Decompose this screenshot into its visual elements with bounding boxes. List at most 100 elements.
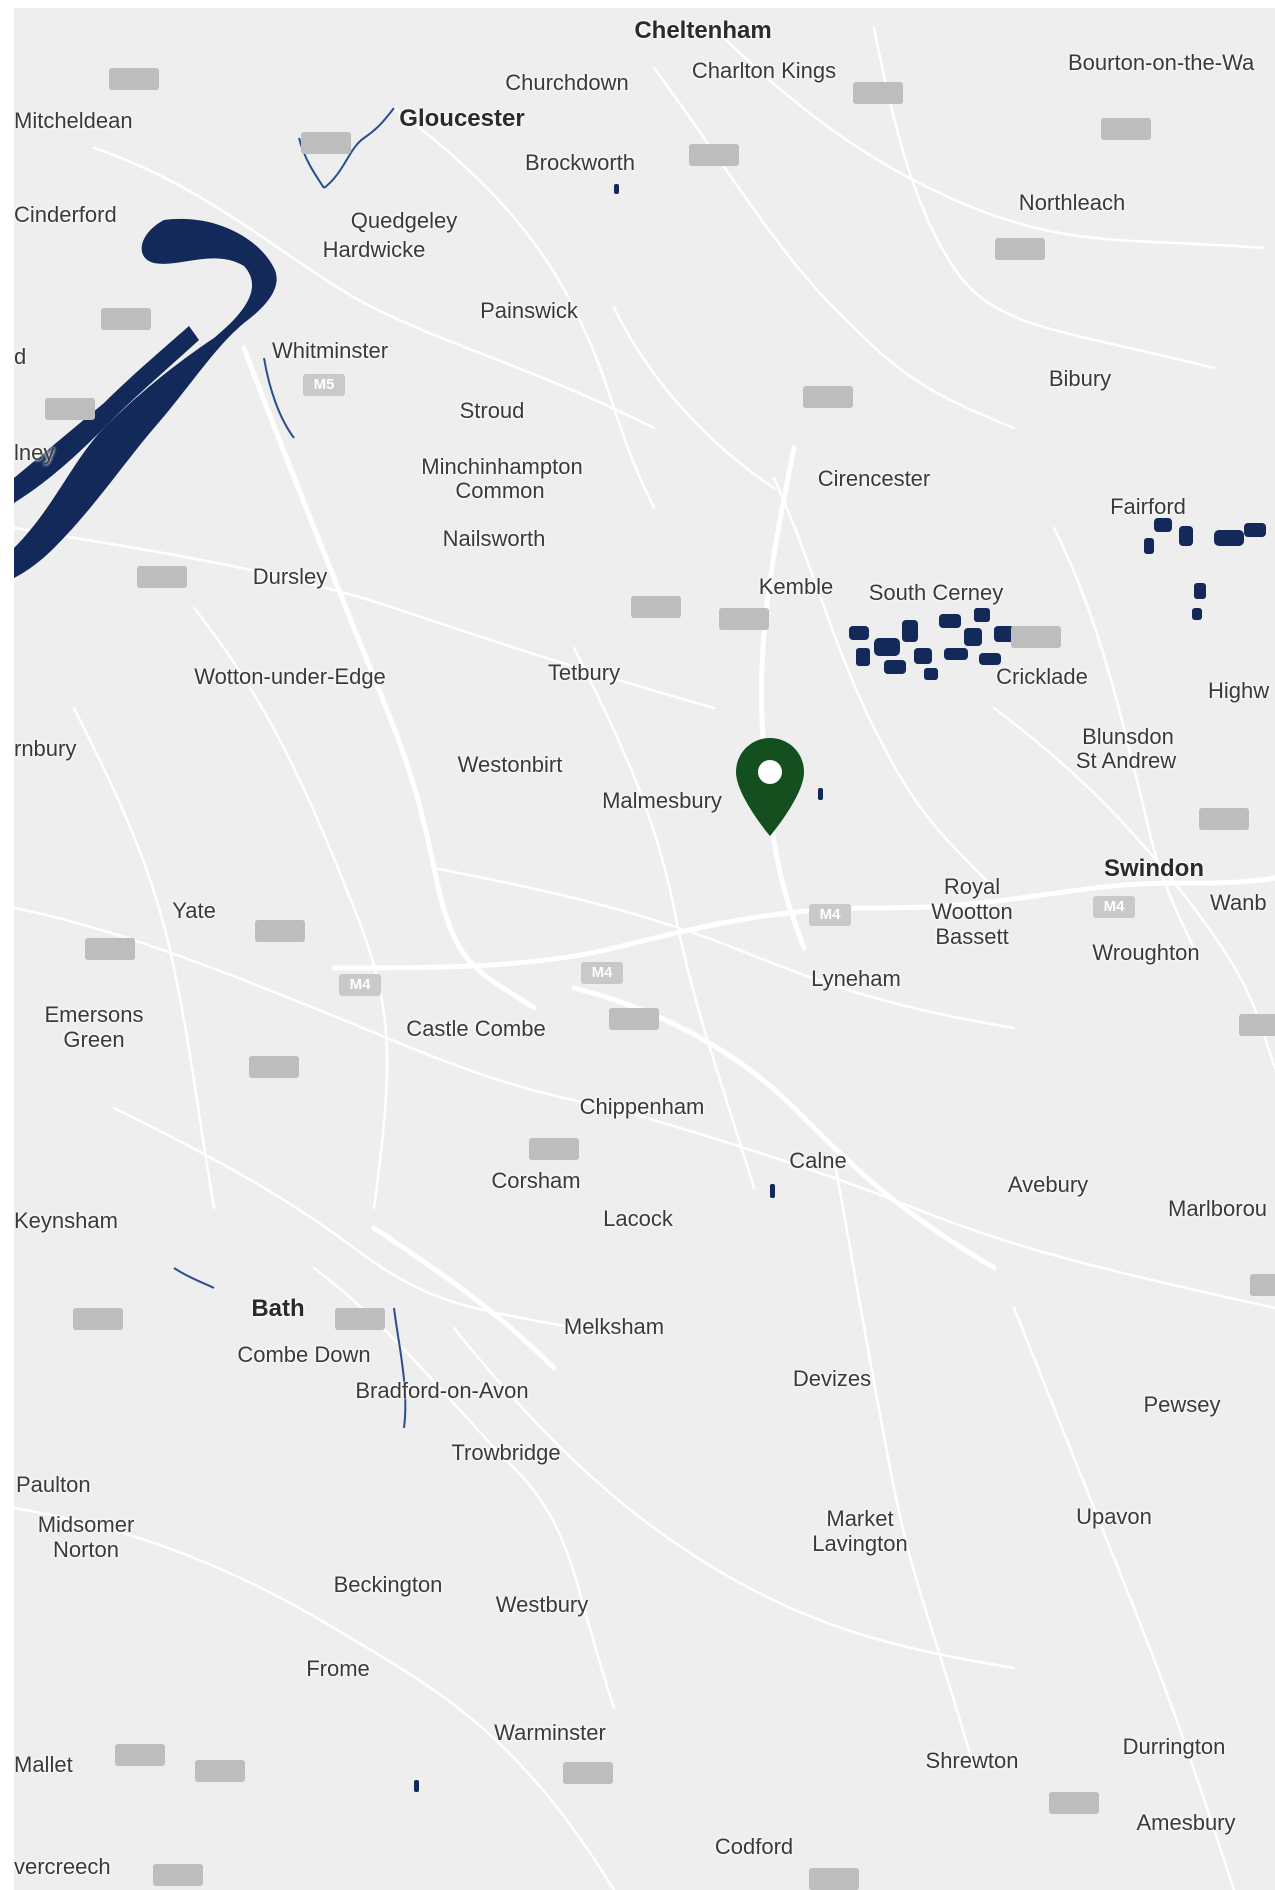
road-shield xyxy=(1239,1014,1275,1036)
road-shield xyxy=(1011,626,1061,648)
motorway-label-m5: M5 xyxy=(303,374,345,396)
road-shield xyxy=(1250,1274,1275,1296)
road-shield xyxy=(809,1868,859,1890)
place-label: Marlborou xyxy=(1168,1196,1268,1221)
place-label: Bradford-on-Avon xyxy=(355,1378,529,1403)
place-label: Wotton-under-Edge xyxy=(194,664,386,689)
place-label: Beckington xyxy=(333,1572,443,1597)
road-shield xyxy=(255,920,305,942)
place-label: Bath xyxy=(251,1295,305,1322)
place-label: Cinderford xyxy=(14,202,117,227)
road-shield xyxy=(335,1308,385,1330)
rivers xyxy=(173,107,407,1429)
place-label: Northleach xyxy=(1018,190,1126,215)
map-canvas[interactable]: M5 M4 M4 M4 M4 Cheltenham Churchdown Cha… xyxy=(14,8,1275,1890)
road-shield xyxy=(1101,118,1151,140)
road-shield xyxy=(73,1308,123,1330)
place-label: Stroud xyxy=(459,398,525,423)
place-label: Calne xyxy=(789,1148,847,1173)
estuary-water-upper xyxy=(14,326,199,503)
place-label: Cirencester xyxy=(817,466,931,491)
road-network xyxy=(14,26,1275,1890)
map-base-layer xyxy=(14,26,1275,1890)
place-label: Bibury xyxy=(1048,366,1112,391)
place-label: Minchinhampton xyxy=(421,454,583,479)
place-label: St Andrew xyxy=(1075,748,1177,773)
place-label: Quedgeley xyxy=(350,208,458,233)
place-label: Churchdown xyxy=(505,70,629,95)
place-label: Trowbridge xyxy=(451,1440,561,1465)
place-label: Bourton-on-the-Wa xyxy=(1068,50,1255,75)
place-label: Tetbury xyxy=(547,660,621,685)
place-label: Highw xyxy=(1208,678,1270,703)
place-label: Lacock xyxy=(603,1206,673,1231)
lakes xyxy=(414,184,1266,1792)
road-shield xyxy=(137,566,187,588)
place-label: Lyneham xyxy=(811,966,901,991)
road-shield xyxy=(115,1744,165,1766)
place-label: lney xyxy=(14,440,55,465)
place-label: vercreech xyxy=(14,1854,111,1879)
place-label: Midsomer xyxy=(37,1512,135,1537)
estuary-water xyxy=(14,218,277,578)
motorway-label-m4: M4 xyxy=(581,962,623,984)
place-label: Swindon xyxy=(1104,855,1204,882)
place-label: Fairford xyxy=(1110,494,1186,519)
place-label: South Cerney xyxy=(868,580,1004,605)
place-label: Durrington xyxy=(1122,1734,1226,1759)
place-label: Frome xyxy=(306,1656,370,1681)
place-label: Keynsham xyxy=(14,1208,118,1233)
place-label: Dursley xyxy=(252,564,328,589)
place-label: Painswick xyxy=(480,298,578,323)
motorway-label-m4: M4 xyxy=(809,904,851,926)
motorway-label-m4: M4 xyxy=(1093,896,1135,918)
place-label: Westbury xyxy=(495,1592,589,1617)
place-label: Lavington xyxy=(812,1531,908,1556)
place-label: Paulton xyxy=(16,1472,91,1497)
place-label: Avebury xyxy=(1007,1172,1089,1197)
road-shield xyxy=(85,938,135,960)
road-shield xyxy=(803,386,853,408)
place-label: Upavon xyxy=(1076,1504,1152,1529)
road-shield xyxy=(631,596,681,618)
place-label: Corsham xyxy=(491,1168,581,1193)
road-shield xyxy=(529,1138,579,1160)
place-label: rnbury xyxy=(14,736,77,761)
place-label: Market xyxy=(826,1506,894,1531)
place-label: Warminster xyxy=(494,1720,606,1745)
place-label: Nailsworth xyxy=(442,526,546,551)
road-shield xyxy=(301,132,351,154)
road-shield xyxy=(995,238,1045,260)
place-label: Wroughton xyxy=(1092,940,1200,965)
place-label: Norton xyxy=(52,1537,120,1562)
place-label: Malmesbury xyxy=(602,788,722,813)
road-shield xyxy=(1199,808,1249,830)
place-label: Castle Combe xyxy=(406,1016,546,1041)
road-shield xyxy=(109,68,159,90)
place-label: Royal xyxy=(943,874,1001,899)
road-shield xyxy=(153,1864,203,1886)
road-shield xyxy=(853,82,903,104)
place-label: Pewsey xyxy=(1143,1392,1221,1417)
place-label: Yate xyxy=(172,898,216,923)
place-label: Emersons xyxy=(44,1002,144,1027)
place-label: Wootton xyxy=(931,899,1013,924)
place-label: Charlton Kings xyxy=(691,58,837,83)
road-shield xyxy=(101,308,151,330)
road-shield xyxy=(45,398,95,420)
road-shield xyxy=(249,1056,299,1078)
place-label: Amesbury xyxy=(1136,1810,1236,1835)
place-label: Blunsdon xyxy=(1082,724,1174,749)
place-label: Melksham xyxy=(563,1314,665,1339)
road-shield xyxy=(1049,1792,1099,1814)
place-label: Westonbirt xyxy=(457,752,563,777)
place-label: Kemble xyxy=(758,574,834,599)
place-label: Devizes xyxy=(792,1366,872,1391)
place-label: Shrewton xyxy=(925,1748,1019,1773)
place-label: Green xyxy=(63,1027,125,1052)
road-shield xyxy=(195,1760,245,1782)
place-label: Bassett xyxy=(935,924,1009,949)
place-label: Mitcheldean xyxy=(14,108,133,133)
location-pin-icon[interactable] xyxy=(734,736,806,838)
road-shield xyxy=(563,1762,613,1784)
